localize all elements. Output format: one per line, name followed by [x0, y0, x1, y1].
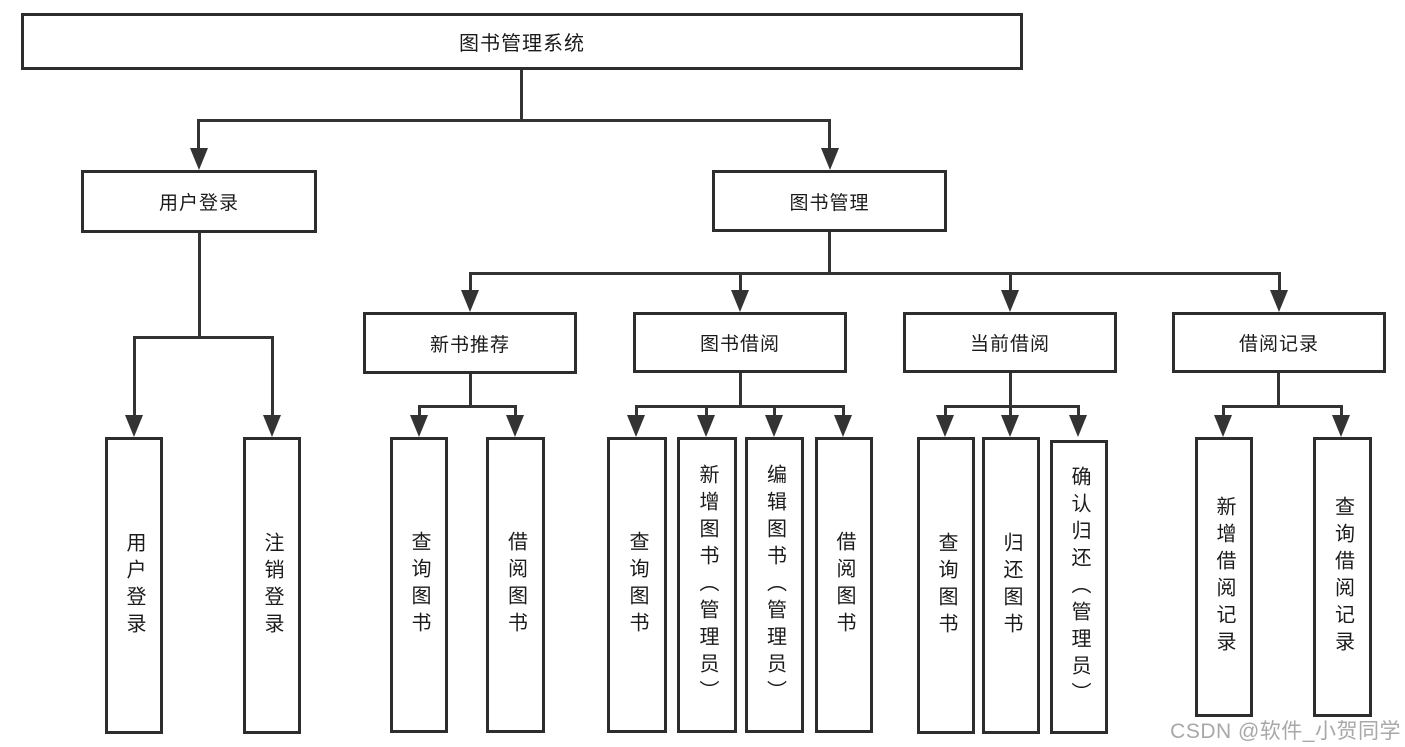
node-label: 借阅图书 — [833, 531, 855, 639]
node-borrowing-records: 借阅记录 — [1172, 312, 1386, 373]
connector-line — [828, 119, 831, 150]
node-new-book-recommend: 新书推荐 — [363, 312, 577, 374]
node-recommend-query-books: 查询图书 — [390, 437, 448, 733]
node-root-system: 图书管理系统 — [21, 13, 1023, 70]
arrowhead-down-icon — [936, 415, 954, 437]
arrowhead-down-icon — [461, 290, 479, 312]
connector-line — [828, 232, 831, 273]
connector-line — [1077, 405, 1080, 417]
connector-line — [1222, 405, 1225, 417]
node-label: 归还图书 — [1000, 531, 1022, 640]
arrowhead-down-icon — [834, 415, 852, 437]
arrowhead-down-icon — [1270, 290, 1288, 312]
node-label: 新增借阅记录 — [1213, 496, 1235, 658]
node-label: 查询图书 — [626, 531, 648, 639]
node-user-login: 用户登录 — [81, 170, 317, 233]
connector-line — [469, 272, 1281, 275]
arrowhead-down-icon — [627, 415, 645, 437]
connector-line — [514, 405, 517, 417]
node-borrowing-borrow-books: 借阅图书 — [815, 437, 873, 733]
node-recommend-borrow-books: 借阅图书 — [486, 437, 545, 733]
node-borrowing-edit-books-admin: 编辑图书（管理员） — [745, 437, 804, 733]
node-label: 查询图书 — [935, 531, 957, 640]
connector-line — [842, 405, 845, 417]
arrowhead-down-icon — [731, 290, 749, 312]
arrowhead-down-icon — [263, 415, 281, 437]
connector-line — [418, 405, 421, 417]
arrowhead-down-icon — [765, 415, 783, 437]
connector-line — [1009, 272, 1012, 291]
arrowhead-down-icon — [1001, 415, 1019, 437]
node-label: 图书管理 — [789, 192, 870, 214]
arrowhead-down-icon — [1214, 415, 1232, 437]
node-borrowing-query-books: 查询图书 — [607, 437, 667, 733]
node-current-query-books: 查询图书 — [917, 437, 975, 734]
connector-line — [198, 233, 201, 336]
arrowhead-down-icon — [1001, 290, 1019, 312]
node-borrowing-add-books-admin: 新增图书（管理员） — [677, 437, 737, 733]
connector-line — [635, 405, 845, 408]
node-records-query-record: 查询借阅记录 — [1313, 437, 1372, 717]
node-label: 借阅记录 — [1238, 334, 1319, 355]
connector-line — [1222, 405, 1343, 408]
node-label: 注销登录 — [261, 531, 283, 640]
node-label: 当前借阅 — [969, 334, 1050, 355]
node-label: 编辑图书（管理员） — [763, 463, 786, 707]
arrowhead-down-icon — [697, 415, 715, 437]
node-book-management: 图书管理 — [712, 170, 947, 232]
connector-line — [773, 405, 776, 417]
arrowhead-down-icon — [506, 415, 524, 437]
connector-line — [271, 336, 274, 416]
node-label: 用户登录 — [158, 193, 239, 214]
connector-line — [1340, 405, 1343, 417]
connector-line — [469, 272, 472, 291]
connector-line — [469, 374, 472, 407]
node-records-add-record: 新增借阅记录 — [1195, 437, 1253, 717]
connector-line — [1277, 373, 1280, 407]
node-logout: 注销登录 — [243, 437, 301, 734]
node-label: 新增图书（管理员） — [696, 463, 718, 707]
csdn-watermark: CSDN @软件_小贺同学 — [1170, 720, 1401, 743]
connector-line — [418, 405, 517, 408]
arrowhead-down-icon — [1069, 415, 1087, 437]
connector-line — [197, 119, 200, 150]
node-label: 用户登录 — [123, 531, 145, 640]
node-current-borrowing: 当前借阅 — [903, 312, 1117, 373]
node-current-return-books: 归还图书 — [982, 437, 1040, 734]
node-label: 图书管理系统 — [459, 33, 585, 55]
connector-line — [944, 405, 947, 417]
connector-line — [1278, 272, 1281, 291]
node-book-borrowing: 图书借阅 — [633, 312, 847, 373]
arrowhead-down-icon — [821, 148, 839, 170]
connector-line — [739, 373, 742, 407]
arrowhead-down-icon — [410, 415, 428, 437]
arrowhead-down-icon — [190, 148, 208, 170]
connector-line — [133, 336, 274, 339]
node-label: 查询借阅记录 — [1331, 496, 1354, 658]
connector-line — [635, 405, 638, 417]
node-login: 用户登录 — [105, 437, 163, 734]
node-label: 确认归还（管理员） — [1068, 465, 1090, 709]
arrowhead-down-icon — [1332, 415, 1350, 437]
node-label: 新书推荐 — [429, 334, 510, 356]
node-current-confirm-return-admin: 确认归还（管理员） — [1050, 440, 1108, 734]
connector-line — [944, 405, 1080, 408]
connector-line — [133, 336, 136, 416]
connector-line — [197, 119, 831, 122]
connector-line — [520, 70, 523, 120]
node-label: 图书借阅 — [699, 334, 780, 355]
connector-line — [739, 272, 742, 291]
node-label: 借阅图书 — [504, 531, 527, 639]
connector-line — [1009, 373, 1012, 407]
node-label: 查询图书 — [408, 531, 430, 639]
connector-line — [705, 405, 708, 417]
connector-line — [1009, 405, 1012, 417]
arrowhead-down-icon — [125, 415, 143, 437]
